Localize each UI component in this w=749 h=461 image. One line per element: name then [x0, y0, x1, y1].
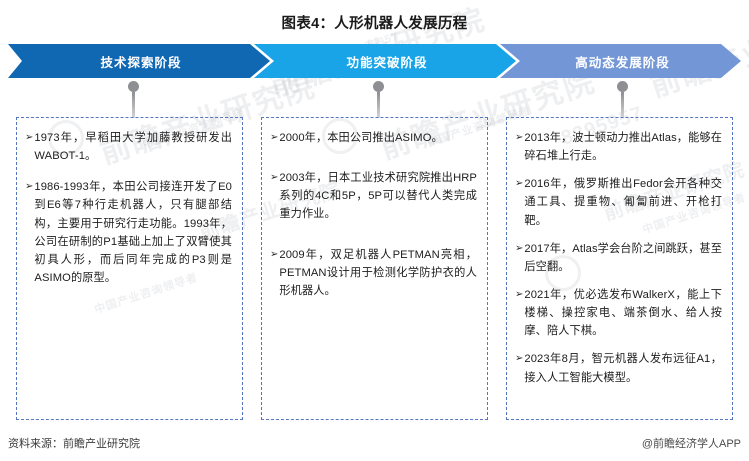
arrow-shape-icon — [500, 44, 741, 78]
bullet-arrow-icon: ➢ — [270, 132, 279, 143]
connector-dot-icon — [127, 81, 139, 92]
phase-content-box-3: ➢ 2013年，波士顿动力推出Atlas，能够在碎石堆上行走。 ➢ 2016年，… — [506, 117, 733, 420]
bullet-text: 1986-1993年，本田公司接连开发了E0到E6等7种行走机器人，只有腿部结构… — [34, 181, 232, 284]
list-item: ➢ 2017年，Atlas学会台阶之间跳跃，甚至后空翻。 — [515, 240, 722, 276]
bullet-text: 2017年，Atlas学会台阶之间跳跃，甚至后空翻。 — [524, 242, 722, 273]
phase-arrow-1[interactable]: 技术探索阶段 — [8, 44, 270, 78]
connector-stem-icon — [376, 92, 380, 118]
bullet-list-3: ➢ 2013年，波士顿动力推出Atlas，能够在碎石堆上行走。 ➢ 2016年，… — [515, 129, 722, 387]
source-label: 资料来源：前瞻产业研究院 — [8, 438, 140, 450]
arrow-shape-icon — [254, 44, 516, 78]
list-item: ➢ 2000年，本田公司推出ASIMO。 — [270, 129, 477, 147]
bullet-arrow-icon: ➢ — [515, 353, 524, 365]
bullet-text: 2023年8月，智元机器人发布远征A1，接入人工智能大模型。 — [524, 353, 722, 384]
bullet-text: 2021年，优必选发布WalkerX，能上下楼梯、操控家电、端茶倒水、给人按摩、… — [524, 288, 722, 338]
list-item: ➢ 1986-1993年，本田公司接连开发了E0到E6等7种行走机器人，只有腿部… — [25, 178, 232, 287]
bullet-arrow-icon: ➢ — [270, 172, 279, 184]
list-item: ➢ 2023年8月，智元机器人发布远征A1，接入人工智能大模型。 — [515, 350, 722, 386]
bullet-arrow-icon: ➢ — [515, 242, 524, 254]
bullet-text: 2003年，日本工业技术研究院推出HRP系列的4C和5P，5P可以替代人类完成重… — [279, 172, 477, 221]
bullet-arrow-icon: ➢ — [515, 132, 524, 143]
bullet-arrow-icon: ➢ — [515, 178, 524, 190]
phase-arrow-label-3: 高动态发展阶段 — [575, 55, 670, 70]
connector-pin-3 — [616, 81, 628, 118]
bullet-arrow-icon: ➢ — [270, 248, 279, 260]
chart-title-bar: 图表4：人形机器人发展历程 — [0, 12, 749, 33]
list-item: ➢ 2009年，双足机器人PETMAN亮相，PETMAN设计用于检测化学防护衣的… — [270, 246, 477, 300]
list-item: ➢ 1973年，早稻田大学加藤教授研发出WABOT-1。 — [25, 129, 232, 165]
connector-pin-1 — [127, 81, 139, 118]
page-title: 图表4：人形机器人发展历程 — [281, 16, 468, 32]
footer-bar: 资料来源：前瞻产业研究院 @前瞻经济学人APP — [0, 435, 749, 451]
phase-content-box-1: ➢ 1973年，早稻田大学加藤教授研发出WABOT-1。 ➢ 1986-1993… — [16, 117, 243, 420]
bullet-arrow-icon: ➢ — [25, 132, 34, 143]
bullet-text: 2000年，本田公司推出ASIMO。 — [279, 132, 443, 144]
phase-content-box-2: ➢ 2000年，本田公司推出ASIMO。 ➢ 2003年，日本工业技术研究院推出… — [261, 117, 488, 420]
list-item: ➢ 2021年，优必选发布WalkerX，能上下楼梯、操控家电、端茶倒水、给人按… — [515, 286, 722, 340]
phase-arrow-band: 技术探索阶段 功能突破阶段 高动态发展阶段 — [8, 44, 741, 78]
arrow-shape-icon — [8, 44, 270, 78]
bullet-text: 2016年，俄罗斯推出Fedor会开各种交通工具、提重物、匍匐前进、开枪打靶。 — [524, 178, 722, 227]
phase-arrow-2[interactable]: 功能突破阶段 — [254, 44, 516, 78]
list-item: ➢ 2003年，日本工业技术研究院推出HRP系列的4C和5P，5P可以替代人类完… — [270, 169, 477, 223]
bullet-arrow-icon: ➢ — [25, 181, 34, 193]
connector-pin-2 — [372, 81, 384, 118]
connector-stem-icon — [131, 92, 135, 118]
bullet-text: 1973年，早稻田大学加藤教授研发出WABOT-1。 — [34, 132, 232, 163]
bullet-text: 2013年，波士顿动力推出Atlas，能够在碎石堆上行走。 — [524, 132, 722, 163]
connector-dot-icon — [616, 81, 628, 92]
list-item: ➢ 2013年，波士顿动力推出Atlas，能够在碎石堆上行走。 — [515, 129, 722, 165]
bullet-arrow-icon: ➢ — [515, 288, 524, 300]
phase-arrow-label-1: 技术探索阶段 — [100, 55, 182, 70]
connector-dot-icon — [372, 81, 384, 92]
bullet-text: 2009年，双足机器人PETMAN亮相，PETMAN设计用于检测化学防护衣的人形… — [279, 248, 477, 297]
phase-arrow-3[interactable]: 高动态发展阶段 — [500, 44, 741, 78]
bullet-list-2: ➢ 2000年，本田公司推出ASIMO。 ➢ 2003年，日本工业技术研究院推出… — [270, 129, 477, 300]
list-item: ➢ 2016年，俄罗斯推出Fedor会开各种交通工具、提重物、匍匐前进、开枪打靶… — [515, 175, 722, 229]
connector-stem-icon — [620, 92, 624, 118]
brand-label: @前瞻经济学人APP — [641, 438, 741, 450]
bullet-list-1: ➢ 1973年，早稻田大学加藤教授研发出WABOT-1。 ➢ 1986-1993… — [25, 129, 232, 287]
phase-arrow-label-2: 功能突破阶段 — [346, 55, 428, 70]
